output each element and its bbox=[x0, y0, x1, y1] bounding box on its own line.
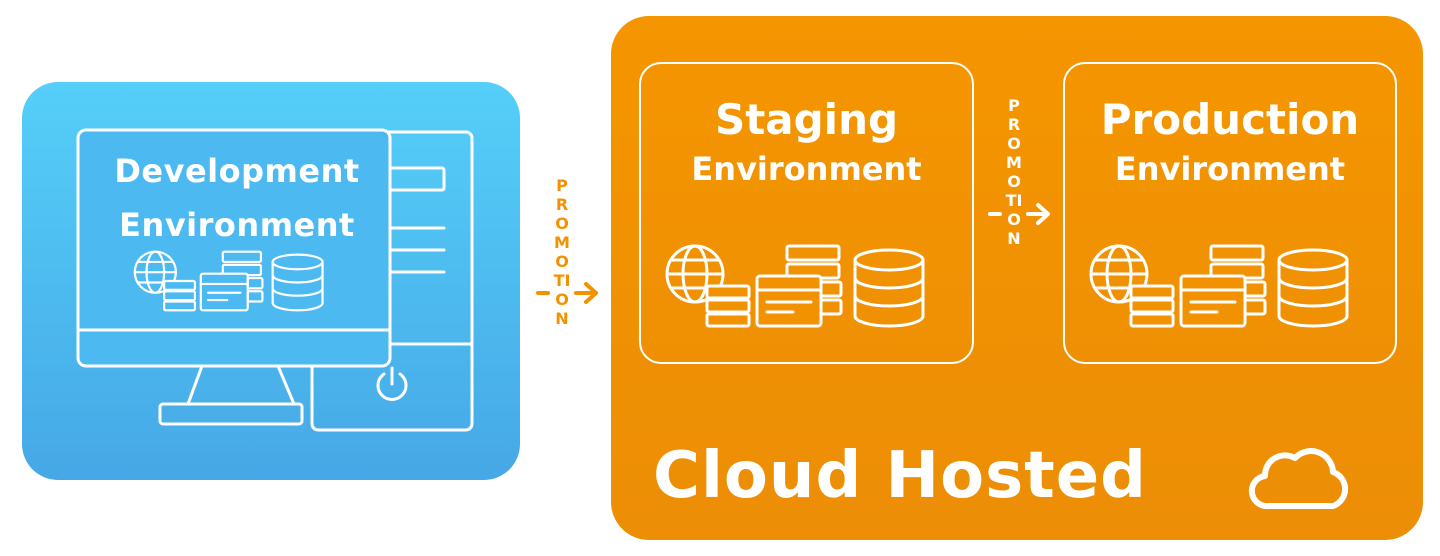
staging-services-icons bbox=[665, 244, 925, 328]
database-icon bbox=[853, 248, 925, 328]
database-icon bbox=[271, 253, 324, 312]
browser-window-icon bbox=[1179, 244, 1267, 328]
cloud-icon bbox=[1248, 448, 1349, 510]
staging-environment-box: Staging Environment bbox=[639, 62, 974, 364]
cloud-hosted-label: Cloud Hosted bbox=[653, 439, 1147, 513]
arrow-right-icon bbox=[988, 203, 1050, 225]
development-title-line1: Development bbox=[114, 152, 360, 190]
monitor-icon bbox=[76, 128, 392, 426]
database-icon bbox=[1277, 248, 1349, 328]
staging-title-line2: Environment bbox=[691, 150, 922, 188]
power-icon bbox=[376, 366, 408, 401]
staging-title: Staging Environment bbox=[641, 94, 972, 192]
cloud-hosted-panel: Staging Environment bbox=[611, 16, 1423, 540]
globe-icon bbox=[665, 244, 725, 304]
computer-icon bbox=[76, 128, 474, 432]
browser-window-icon bbox=[199, 250, 264, 312]
server-icon bbox=[705, 284, 751, 328]
production-title-line1: Production bbox=[1100, 95, 1360, 144]
production-environment-box: Production Environment bbox=[1063, 62, 1397, 364]
development-title-line2: Environment bbox=[119, 206, 355, 244]
browser-window-icon bbox=[755, 244, 843, 328]
production-services-icons bbox=[1089, 244, 1349, 328]
development-panel: Development Environment bbox=[22, 82, 520, 480]
production-title: Production Environment bbox=[1065, 94, 1395, 192]
development-title: Development Environment bbox=[84, 144, 390, 252]
promotion-label-2: PROMOTION bbox=[1005, 96, 1023, 248]
staging-title-line1: Staging bbox=[714, 95, 899, 144]
arrow-right-icon bbox=[536, 282, 598, 304]
development-services-icons bbox=[133, 250, 324, 312]
server-icon bbox=[1129, 284, 1175, 328]
server-icon bbox=[163, 279, 197, 312]
globe-icon bbox=[1089, 244, 1149, 304]
promotion-label-1: PROMOTION bbox=[553, 176, 571, 328]
production-title-line2: Environment bbox=[1114, 150, 1346, 188]
